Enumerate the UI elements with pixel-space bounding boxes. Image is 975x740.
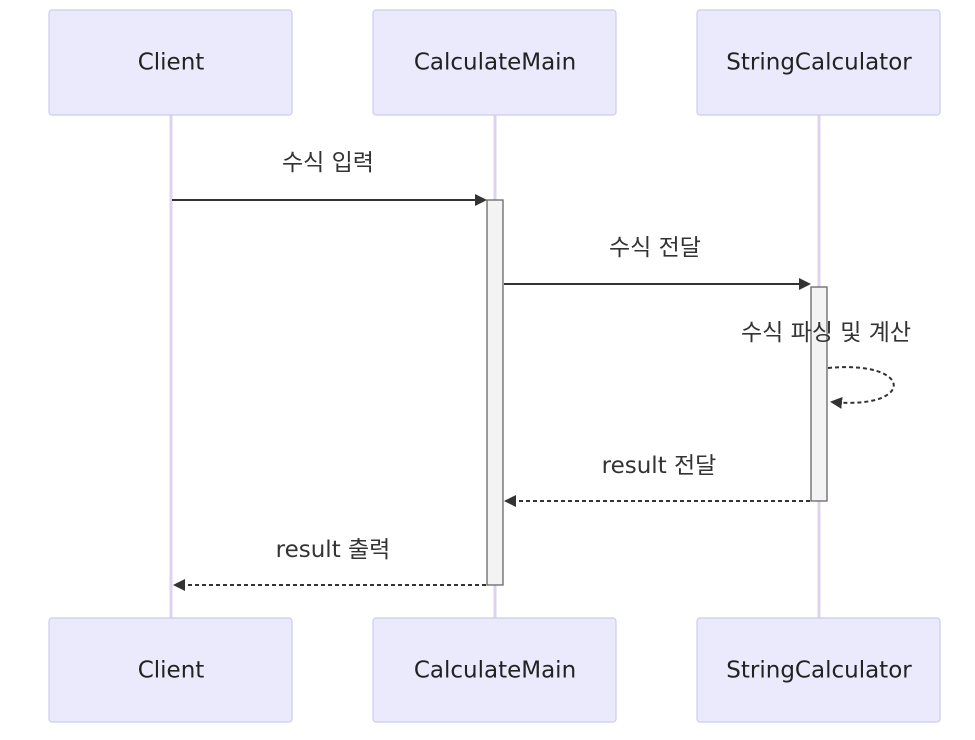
actor-client-bottom[interactable]: Client xyxy=(48,617,293,723)
message-label: result 출력 xyxy=(276,537,391,563)
actor-stringcalculator-bottom[interactable]: StringCalculator xyxy=(696,617,941,723)
actor-calculatemain-bottom[interactable]: CalculateMain xyxy=(372,617,617,723)
actor-client-top[interactable]: Client xyxy=(48,9,293,116)
self-call-arrow xyxy=(827,366,895,409)
actor-label: StringCalculator xyxy=(726,50,912,76)
actor-box xyxy=(696,9,941,116)
actor-box xyxy=(372,9,617,116)
activation-stringcalculator xyxy=(810,286,828,502)
actor-box xyxy=(48,9,293,116)
message-label: 수식 파싱 및 계산 xyxy=(741,320,911,346)
activation-calculatemain xyxy=(486,199,504,586)
actor-label: StringCalculator xyxy=(726,658,912,684)
actor-label: CalculateMain xyxy=(414,658,576,684)
actor-calculatemain-top[interactable]: CalculateMain xyxy=(372,9,617,116)
message-label: 수식 전달 xyxy=(609,235,701,261)
actor-label: Client xyxy=(138,50,205,76)
message-label: result 전달 xyxy=(602,453,717,479)
actor-label: CalculateMain xyxy=(414,50,576,76)
actor-box xyxy=(696,617,941,723)
actor-box xyxy=(372,617,617,723)
actor-label: Client xyxy=(138,658,205,684)
actor-stringcalculator-top[interactable]: StringCalculator xyxy=(696,9,941,116)
actor-box xyxy=(48,617,293,723)
message-label: 수식 입력 xyxy=(282,150,374,176)
